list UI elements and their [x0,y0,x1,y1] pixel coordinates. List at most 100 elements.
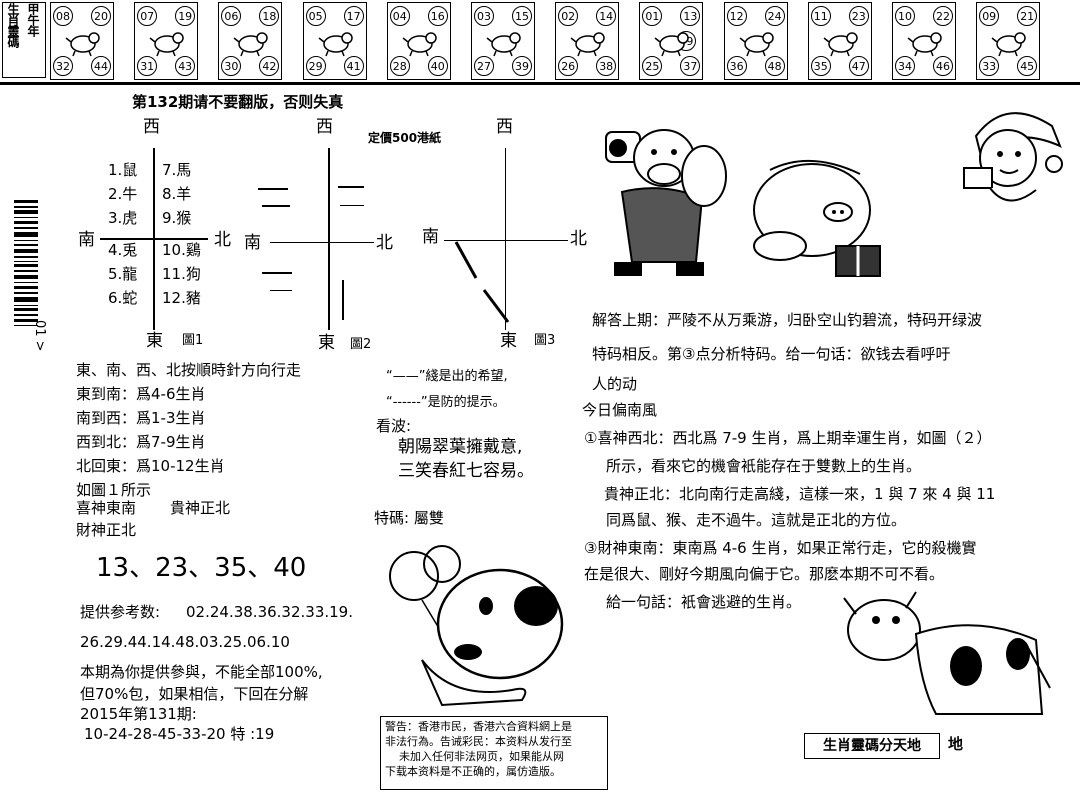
direction-rule: 西到北：爲7-9生肖 [76,433,206,451]
direction-rule: 北回東：爲10-12生肖 [76,457,225,475]
fig3-vertical-axis [505,148,506,330]
pig-icon [991,32,1026,57]
fig2-solid-line [262,272,292,274]
hint-text: 給一句話：衹會逃避的生肖。 [606,593,802,611]
fig1-zodiac-item: 12.豬 [162,289,201,307]
zodiac-number: 31 [137,56,158,76]
fig2-horizontal-axis [270,242,374,243]
analysis-text: 所示，看來它的機會衹能存在于雙數上的生肖。 [606,457,922,475]
key-numbers: 13、23、35、40 [96,553,307,583]
wind-direction: 今日偏南風 [582,401,658,419]
fig2-solid-line [340,205,364,206]
fig1-south: 南 [78,230,95,250]
poem-label: 看波: [376,417,412,435]
figure-reference: 如圖１所示 [76,481,152,499]
zodiac-number: 32 [53,56,73,76]
fig2-solid-line [338,186,364,188]
zodiac-number: 46 [933,56,953,76]
legend-solid: “——”綫是出的希望, [386,369,508,384]
god-direction: 財神正北 [76,521,137,539]
fig3-caption: 圖3 [534,333,556,348]
zodiac-number: 45 [1017,56,1038,76]
ox-icon [149,32,184,57]
answer-text: 解答上期：严陵不从万乘游，归卧空山钓碧流，特码开绿波 [592,311,983,329]
fig3-south: 南 [422,227,439,247]
zodiac-number: 39 [512,56,532,76]
zodiac-number: 21 [1017,6,1038,26]
fig1-zodiac-item: 8.羊 [162,185,192,203]
fig3-horizontal-axis [444,240,568,241]
tiger-icon [233,32,269,57]
warning-line: 非法行為。告诫彩民：本资料从发行至 [385,735,572,748]
zodiac-number: 24 [764,6,785,26]
poem-line: 朝陽翠葉擁戴意, [398,437,523,457]
fig1-zodiac-item: 7.馬 [162,161,192,179]
promo-text: 但70%包，如果相信，下回在分解 [80,685,309,703]
price-label: 定價500港紙 [368,131,442,145]
special-code: 特碼: 屬雙 [374,509,444,527]
fig2-vertical-axis [328,148,330,330]
zodiac-number: 33 [979,56,1000,76]
zodiac-cell: 10 22 34 46 [892,2,956,80]
zodiac-number: 01 [642,6,663,26]
zodiac-number: 38 [596,56,617,76]
analysis-text: ③財神東南：東南爲 4-6 生肖，如果正常行走，它的殺機實 [584,539,977,557]
rat-icon [65,32,100,57]
dog-balloon-illustration [389,545,564,707]
dragon-icon [402,32,437,57]
fig1-zodiac-item: 4.兎 [108,241,138,259]
zodiac-number: 13 [680,6,701,26]
zodiac-number: 02 [558,6,579,26]
fig3-west: 西 [496,117,513,137]
zodiac-number: 47 [848,56,869,76]
fig1-zodiac-item: 2.牛 [108,185,138,203]
fig1-zodiac-item: 1.鼠 [108,161,138,179]
analysis-text: 在是很大、剛好今期風向偏于它。那麽本期不可不看。 [584,565,945,583]
rabbit-icon [318,32,353,57]
last-issue-result: 10-24-28-45-33-20 特 :19 [84,725,275,743]
zodiac-number: 10 [895,6,915,26]
warning-line: 未加入任何非法网页，如果能从网 [399,750,564,763]
zodiac-number: 03 [474,6,494,26]
zodiac-number: 15 [512,6,532,26]
zodiac-number: 17 [343,6,364,26]
ox-traveler-illustration [605,129,727,276]
zodiac-number: 41 [343,56,364,76]
footer-brand-box: 生肖靈碼分天地 [804,733,940,759]
poem-line: 三笑春紅七容易。 [398,461,534,481]
fig2-east: 東 [318,333,335,353]
barcode-icon [14,200,38,326]
zodiac-number: 43 [175,56,196,76]
zodiac-number: 22 [933,6,953,26]
zodiac-number: 11 [810,6,831,26]
zodiac-number: 34 [895,56,915,76]
horse-icon [570,32,605,57]
last-issue-label: 2015年第131期: [80,705,197,723]
zodiac-number: 18 [259,6,280,26]
zodiac-number: 37 [680,56,701,76]
cow-illustration [843,591,1051,715]
fig2-solid-line [262,205,290,207]
monkey-icon [739,32,774,57]
zodiac-number: 28 [389,56,410,76]
fig1-zodiac-item: 11.狗 [162,265,201,283]
snake-icon [486,32,521,57]
god-direction: 貴神正北 [170,499,231,517]
zodiac-number: 42 [259,56,280,76]
zodiac-number: 06 [221,6,242,26]
analysis-text: 同爲鼠、猴、走不過牛。這就是正北的方位。 [606,511,907,529]
zodiac-number: 08 [53,6,73,26]
zodiac-number: 05 [305,6,326,26]
goat-icon [654,32,690,57]
fig1-west: 西 [143,117,160,137]
dog-icon [907,32,942,57]
